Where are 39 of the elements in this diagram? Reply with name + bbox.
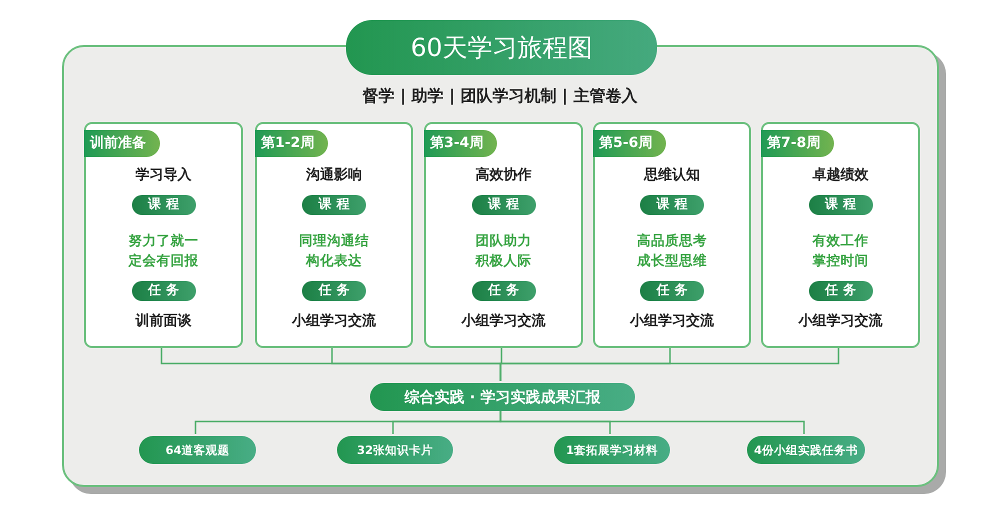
- card-heading: 高效协作: [474, 166, 532, 184]
- task-text: 小组学习交流: [797, 312, 884, 330]
- section-badge: 任 务: [808, 281, 872, 301]
- section-badge: 课 程: [302, 195, 366, 215]
- output-pill: 1套拓展学习材料: [554, 436, 670, 464]
- week-tag: 训前准备: [84, 130, 160, 157]
- card-heading: 思维认知: [642, 166, 701, 184]
- week-tag: 第5-6周: [593, 130, 666, 157]
- card-heading: 沟通影响: [305, 166, 363, 184]
- course-text: 同理沟通结构化表达: [298, 232, 370, 271]
- course-text: 高品质思考成长型思维: [636, 232, 708, 271]
- output-pill: 32张知识卡片: [337, 436, 453, 464]
- section-badge: 课 程: [640, 195, 704, 215]
- course-text: 有效工作掌控时间: [811, 232, 870, 271]
- section-badge: 任 务: [302, 281, 366, 301]
- card-heading: 学习导入: [134, 166, 192, 184]
- section-badge: 任 务: [640, 281, 704, 301]
- summary-pill: 综合实践 · 学习实践成果汇报: [370, 383, 635, 411]
- connector-line: [500, 346, 840, 381]
- output-pill: 4份小组实践任务书: [747, 436, 865, 464]
- connector-line: [500, 409, 805, 434]
- task-text: 小组学习交流: [628, 312, 715, 330]
- card-heading: 卓越绩效: [812, 166, 870, 184]
- task-text: 小组学习交流: [460, 312, 546, 330]
- subtitle: 督学 | 助学 | 团队学习机制 | 主管卷入: [362, 86, 638, 107]
- output-pill: 64道客观题: [139, 436, 256, 464]
- section-badge: 任 务: [472, 281, 536, 301]
- course-text: 努力了就一定会有回报: [127, 232, 200, 271]
- section-badge: 课 程: [472, 195, 536, 215]
- course-text: 团队助力积极人际: [474, 232, 532, 271]
- title-banner: 60天学习旅程图: [346, 20, 657, 75]
- week-tag: 第3-4周: [424, 130, 498, 157]
- section-badge: 课 程: [132, 195, 196, 215]
- task-text: 小组学习交流: [290, 312, 377, 330]
- section-badge: 课 程: [808, 195, 872, 215]
- week-tag: 第7-8周: [761, 130, 834, 157]
- week-tag: 第1-2周: [255, 130, 328, 157]
- section-badge: 任 务: [132, 281, 196, 301]
- task-text: 训前面谈: [134, 312, 192, 330]
